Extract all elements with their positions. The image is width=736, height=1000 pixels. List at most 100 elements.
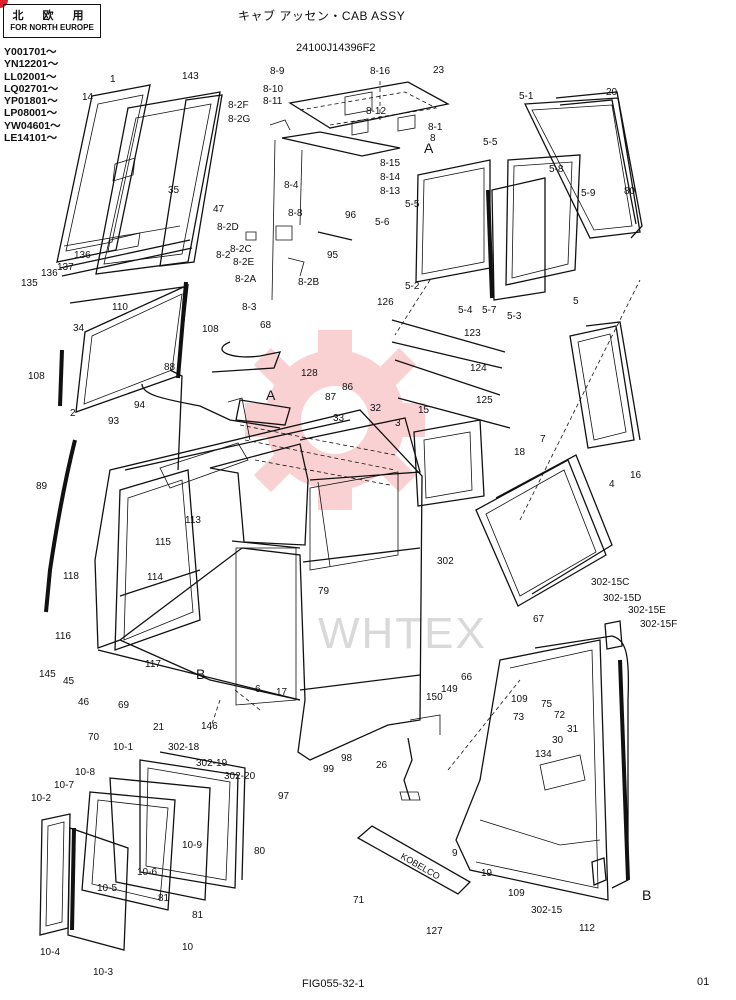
callout-label: 21 (153, 722, 165, 733)
callout-label: 5-5 (483, 137, 498, 148)
callout-label: 8-4 (284, 180, 299, 191)
callout-label: 1 (110, 74, 116, 85)
callout-label: 32 (370, 403, 382, 414)
door-9 (399, 620, 630, 901)
callout-label: 115 (155, 537, 171, 548)
callout-label: 2 (70, 408, 76, 419)
serial-number: LL02001～ (4, 70, 57, 83)
detail-ref-b-door: B (642, 887, 651, 903)
callout-label: 5-2 (405, 281, 420, 292)
roof-module-8 (245, 81, 450, 301)
callout-label: 10-5 (97, 883, 117, 894)
callout-label: 10-3 (93, 967, 113, 978)
callout-label: 3 (395, 418, 401, 429)
callout-label: 110 (112, 302, 128, 313)
callout-label: 5-1 (519, 91, 534, 102)
assembly-part-number: 24100J14396F2 (296, 42, 376, 54)
callout-label: 8-13 (380, 186, 400, 197)
callout-label: 71 (353, 895, 365, 906)
callout-label: 8-1 (428, 122, 443, 133)
callout-label: 79 (318, 586, 330, 597)
callout-label: 5-5 (405, 199, 420, 210)
callout-label: 23 (433, 65, 445, 76)
callout-label: 109 (508, 888, 525, 899)
figure-number: FIG055-32-1 (302, 978, 365, 990)
callout-label: 98 (341, 753, 353, 764)
callout-label: 14 (82, 92, 94, 103)
callout-label: 302-15D (603, 593, 641, 604)
callout-label: 116 (55, 631, 71, 642)
callout-label: 112 (579, 923, 595, 934)
callout-label: 117 (145, 659, 161, 670)
callout-label: 93 (108, 416, 120, 427)
serial-number: YN12201～ (4, 58, 59, 71)
callout-label: 10-6 (137, 867, 157, 878)
callout-label: 33 (333, 413, 345, 424)
callout-label: 302-18 (168, 742, 200, 753)
brand-plate-127: KOBELCO (356, 825, 472, 895)
side-glass-4-16 (569, 321, 641, 449)
callout-label: 10-8 (75, 767, 95, 778)
serial-number: LQ02701～ (4, 82, 59, 95)
callout-label: 8-2E (233, 257, 254, 268)
callout-label: 45 (63, 676, 75, 687)
callout-label: 302-20 (224, 771, 256, 782)
callout-label: 5-6 (375, 217, 390, 228)
region-label-english: FOR NORTH EUROPE (10, 23, 94, 32)
serial-list: Y001701～ YN12201～ LL02001～ LQ02701～ YP01… (4, 46, 61, 144)
callout-label: 73 (513, 712, 525, 723)
region-label-box: 北 欧 用 FOR NORTH EUROPE (3, 4, 101, 38)
callout-label: 96 (345, 210, 357, 221)
callout-label: 67 (533, 614, 545, 625)
callout-label: 5-9 (581, 188, 596, 199)
callout-label: 15 (418, 405, 430, 416)
leader-lines (209, 80, 641, 771)
callout-label: 8-16 (370, 66, 390, 77)
rear-glass-7-18 (475, 454, 613, 607)
callout-label: 72 (554, 710, 566, 721)
callout-label: 8-3 (242, 302, 257, 313)
serial-number: YW04601～ (4, 119, 61, 132)
callout-label: 108 (28, 371, 45, 382)
callout-label: 10-7 (54, 780, 74, 791)
callout-label: 7 (540, 434, 546, 445)
callout-label: 16 (630, 470, 642, 481)
callout-label: 146 (201, 721, 218, 732)
callout-label: 80 (624, 186, 636, 197)
diagram-title: キャブ アッセン・CAB ASSY (238, 9, 406, 23)
callout-label: 34 (73, 323, 85, 334)
brand-plate-text: KOBELCO (399, 851, 442, 881)
callout-label: 134 (535, 749, 552, 760)
callout-label: 6 (255, 684, 261, 695)
frame-seal-89 (44, 439, 77, 613)
callout-label: 10-9 (182, 840, 202, 851)
callout-label: 124 (470, 363, 487, 374)
callout-label: 66 (461, 672, 473, 683)
callout-label: 81 (192, 910, 204, 921)
callout-label: 95 (327, 250, 339, 261)
callout-label: 4 (609, 479, 615, 490)
callout-label: 5-8 (549, 164, 564, 175)
callout-label: 109 (511, 694, 528, 705)
callout-label: 8-2A (235, 274, 256, 285)
callout-label: 135 (21, 278, 38, 289)
small-window-15 (413, 419, 485, 507)
main-cab-frame-302 (94, 397, 423, 761)
callout-label: 302-15E (628, 605, 666, 616)
callout-label: 8-14 (380, 172, 400, 183)
callout-label: 8-2B (298, 277, 319, 288)
callout-label: 8-9 (270, 66, 285, 77)
callout-label: 8-2C (230, 244, 252, 255)
watermark-logo (245, 330, 425, 510)
callout-label: 145 (39, 669, 56, 680)
front-window-assembly (56, 84, 223, 304)
callout-label: 19 (481, 868, 493, 879)
callout-label: 302-15 (531, 905, 563, 916)
detail-ref-a-roof: A (424, 140, 434, 156)
callout-label: 26 (376, 760, 388, 771)
callout-label: 8 (430, 133, 436, 144)
callout-label: 69 (118, 700, 130, 711)
callout-label: 5-7 (482, 305, 497, 316)
callout-label: 302 (437, 556, 454, 567)
